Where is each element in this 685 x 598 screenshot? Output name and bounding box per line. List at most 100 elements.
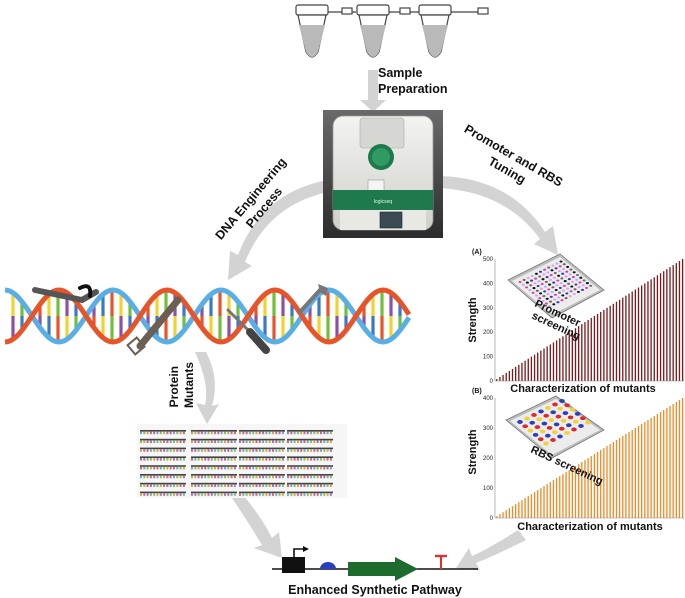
sequence-strip: [140, 482, 186, 487]
bar: [530, 494, 533, 518]
sequence-strip: [287, 447, 333, 452]
plate-well: [545, 406, 551, 410]
y-tick-label: 100: [483, 486, 494, 492]
sequence-strip: [191, 474, 237, 479]
chart-b-ylabel: Strength: [467, 429, 479, 475]
plate-well: [548, 305, 552, 308]
bar: [653, 277, 655, 381]
sequence-strip: [287, 491, 333, 496]
plate-well: [546, 271, 550, 274]
bar: [568, 470, 570, 518]
plate-well: [579, 276, 583, 279]
plate-well: [543, 268, 547, 271]
arrow-charts-to-pathway: [456, 530, 526, 570]
bar: [511, 368, 514, 381]
plate-well: [582, 279, 586, 282]
plate-well: [535, 289, 539, 292]
bar: [527, 358, 529, 381]
sequence-strip: [140, 474, 186, 479]
plate-well: [576, 290, 580, 293]
plate-well: [580, 416, 586, 421]
bar: [659, 412, 662, 518]
plate-well: [581, 284, 585, 287]
chart-a-ylabel: Strength: [467, 297, 479, 343]
bar: [578, 326, 580, 381]
device-brand-label: logicseq: [374, 199, 393, 205]
bar: [659, 273, 662, 381]
bar: [628, 293, 630, 381]
bar: [540, 488, 542, 518]
plate-well: [556, 301, 560, 304]
sequence-strip: [191, 438, 237, 443]
rbs-icon: [320, 562, 336, 569]
sequence-strip: [239, 482, 285, 487]
bar: [559, 476, 561, 518]
plate-well: [565, 292, 569, 295]
plate-well: [518, 280, 522, 284]
plate-well: [541, 421, 548, 426]
bar: [565, 472, 567, 518]
sequence-strip: [140, 447, 186, 452]
bar: [637, 287, 640, 381]
plate-well: [557, 406, 563, 411]
plate-well: [567, 278, 571, 281]
bar: [641, 285, 643, 381]
sequence-strip: [287, 430, 333, 435]
plate-well: [533, 282, 537, 285]
plate-well: [552, 303, 556, 306]
bar: [656, 275, 659, 381]
plate-well: [577, 286, 581, 289]
bar: [581, 462, 583, 518]
plate-well: [558, 286, 562, 289]
plate-well: [585, 420, 591, 425]
bar: [622, 297, 624, 381]
plate-well: [571, 280, 575, 283]
plate-well: [573, 419, 579, 424]
plate-well: [555, 284, 559, 287]
bar: [571, 330, 574, 381]
bar: [555, 478, 558, 518]
plate-well: [566, 423, 572, 428]
bar: [568, 332, 570, 381]
plate-well: [557, 269, 561, 273]
plate-well: [562, 284, 566, 287]
promoter-plate-inset: Promoter screening: [507, 253, 605, 343]
plate-well: [559, 282, 563, 285]
promoter-arrow-icon: [293, 548, 306, 557]
plate-well: [562, 411, 569, 416]
sequence-strip: [239, 474, 285, 479]
plate-well: [522, 424, 528, 429]
plate-well: [534, 272, 538, 275]
plate-well: [526, 276, 530, 279]
plate-well: [553, 298, 557, 301]
y-tick-label: 500: [483, 257, 494, 263]
tube-2: [356, 4, 390, 58]
bar: [546, 484, 548, 518]
sequence-strip: [191, 447, 237, 452]
plate-well: [524, 416, 530, 421]
bar: [524, 498, 526, 518]
y-tick-label: 200: [483, 456, 494, 462]
plate-well: [553, 276, 556, 279]
bar: [496, 379, 498, 381]
bar: [587, 458, 589, 518]
sequence-strip: [287, 456, 333, 461]
plate-well: [564, 431, 570, 435]
plate-well: [549, 274, 553, 277]
bar: [508, 508, 511, 518]
pathway-title: Enhanced Synthetic Pathway: [288, 583, 462, 597]
plate-well: [548, 283, 552, 286]
plate-well: [569, 290, 573, 293]
bar: [511, 506, 514, 518]
plate-well: [557, 274, 561, 277]
bar: [559, 338, 561, 381]
sample-tubes: [295, 4, 489, 58]
plate-well: [557, 296, 561, 299]
plate-well: [561, 294, 565, 297]
tube-3: [418, 4, 452, 58]
plate-well: [558, 265, 562, 268]
sequence-strip: [287, 465, 333, 470]
plate-well: [569, 268, 573, 271]
dna-helix: [4, 287, 412, 345]
plate-well: [553, 271, 557, 275]
